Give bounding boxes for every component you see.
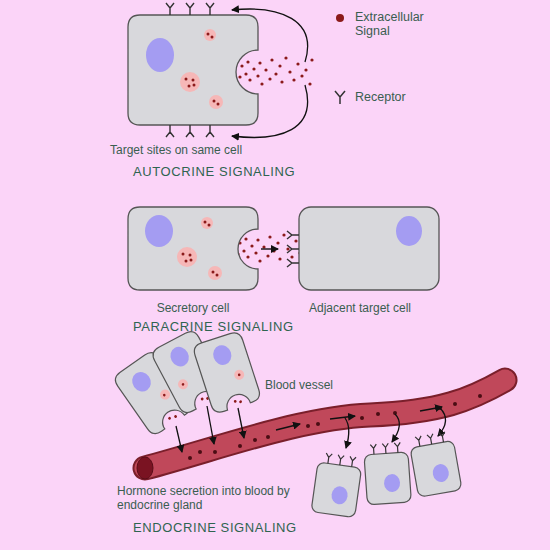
receptor-symbol — [166, 3, 214, 15]
cell-body — [128, 207, 258, 290]
cell-body — [299, 207, 439, 290]
receptor-symbol — [335, 91, 345, 104]
signal-dots — [238, 56, 313, 85]
signal-arrow — [261, 248, 278, 249]
cell-node: Adjacent target cell — [278, 205, 442, 315]
caption-text: Hormone secretion into blood by endocrin… — [117, 484, 307, 512]
target-cell — [311, 452, 363, 518]
target-cell-shape — [278, 205, 442, 293]
target-cell — [363, 442, 411, 505]
feedback-arrow — [232, 9, 308, 62]
autocrine-cell — [128, 15, 258, 125]
cell-caption: Secretory cell — [125, 301, 261, 315]
feedback-arrow — [232, 85, 308, 137]
caption-text: Target sites on same cell — [110, 143, 330, 157]
target-cell — [408, 431, 462, 498]
vesicle — [177, 247, 197, 267]
legend-swatch — [336, 14, 344, 22]
part-label: Blood vessel — [265, 378, 385, 392]
section-title: PARACRINE SIGNALING — [133, 319, 413, 334]
flow-arrows — [176, 406, 446, 452]
legend-text: Extracellular Signal — [355, 10, 450, 38]
gland-cell — [192, 331, 262, 415]
legend-text: Receptor — [355, 90, 450, 104]
cell-caption: Adjacent target cell — [278, 301, 442, 315]
receptor-symbol — [287, 231, 299, 267]
secretory-cell-shape — [125, 205, 261, 293]
section-title: AUTOCRINE SIGNALING — [133, 164, 413, 179]
nucleus — [145, 215, 173, 247]
cell-node: Secretory cell — [125, 205, 261, 315]
nucleus — [396, 216, 422, 246]
receptor-symbol — [166, 125, 214, 137]
vesicle — [201, 217, 213, 229]
cell-label: Secretory cell — [125, 301, 261, 315]
cell-label: Adjacent target cell — [278, 301, 442, 315]
section-title: ENDOCRINE SIGNALING — [133, 520, 413, 535]
vesicle — [208, 266, 222, 280]
